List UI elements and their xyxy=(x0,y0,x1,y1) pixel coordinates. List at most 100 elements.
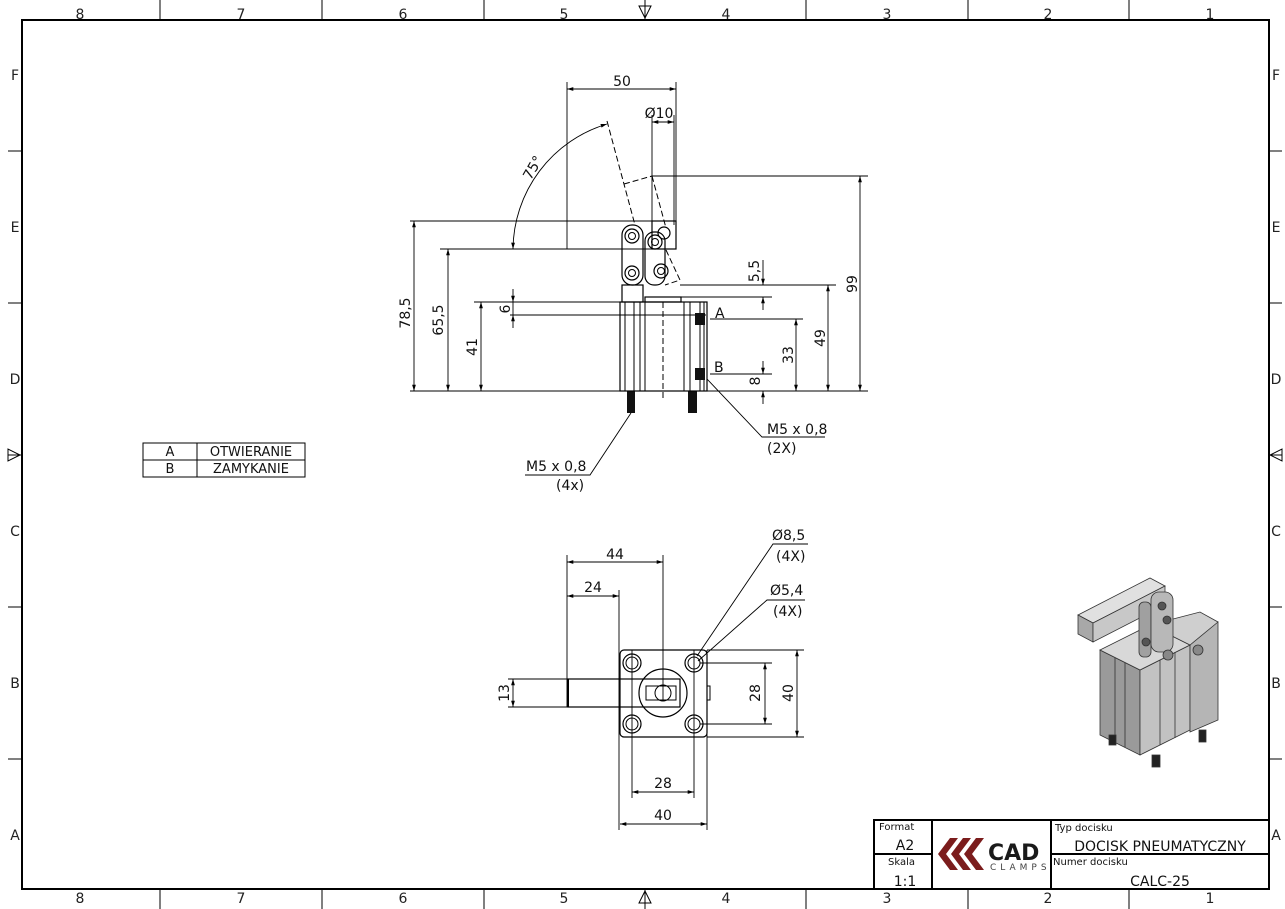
zone-rows-left: F E D C B A xyxy=(10,68,21,844)
mounting-studs xyxy=(627,313,705,413)
callout-counterbore: Ø8,5 (4X) xyxy=(696,528,808,657)
dimension-text: 78,5 xyxy=(398,297,414,328)
port-label-a: A xyxy=(715,306,725,322)
legend-label: OTWIERANIE xyxy=(210,445,292,460)
callout-text: (4x) xyxy=(556,478,584,494)
zone-label: 2 xyxy=(1044,891,1053,907)
zone-label: B xyxy=(10,676,20,692)
dimension-hole-pitch-horizontal: 28 xyxy=(632,776,694,794)
callout-through-hole: Ø5,4 (4X) xyxy=(697,583,805,662)
dimension-text: Ø10 xyxy=(645,106,674,122)
dimension-hole-pitch-vertical: 28 xyxy=(748,663,767,724)
zone-label: 3 xyxy=(883,891,892,907)
zone-label: F xyxy=(11,68,19,84)
dimension-cap-6: 6 xyxy=(498,289,515,328)
dimension-text: 8 xyxy=(748,377,764,386)
callout-text: (2X) xyxy=(767,441,796,457)
zone-label: B xyxy=(1271,676,1281,692)
zone-label: C xyxy=(10,524,20,540)
dimension-text: 99 xyxy=(845,275,861,293)
front-view: A B 50 Ø10 75° 99 xyxy=(398,74,868,494)
scale-label: Skala xyxy=(888,857,915,868)
dimension-text: 40 xyxy=(654,808,672,824)
dimension-height-41: 41 xyxy=(465,302,483,391)
format-label: Format xyxy=(879,822,914,833)
clamp-top-outline xyxy=(567,649,711,738)
zone-label: F xyxy=(1272,68,1280,84)
callout-text: Ø5,4 xyxy=(770,583,803,599)
zone-label: 4 xyxy=(722,891,731,907)
zone-label: A xyxy=(10,828,20,844)
clamp-arm-links xyxy=(606,120,681,286)
dimension-height-65-5: 65,5 xyxy=(431,249,450,391)
scale-value: 1:1 xyxy=(894,874,917,890)
dimension-height-78-5: 78,5 xyxy=(398,221,416,391)
legend-key: A xyxy=(166,445,175,460)
dimension-text: 44 xyxy=(606,547,624,563)
zone-columns-bottom: 8 7 6 5 4 3 2 1 xyxy=(76,891,1215,907)
zone-label: 1 xyxy=(1206,891,1215,907)
callout-text: (4X) xyxy=(773,604,802,620)
dimension-text: 28 xyxy=(748,684,764,702)
zone-label: 2 xyxy=(1044,7,1053,23)
dimension-height-99: 99 xyxy=(845,176,862,391)
legend-label: ZAMYKANIE xyxy=(213,462,289,477)
cad-clamps-logo: CAD CLAMPS xyxy=(938,838,1051,873)
zone-label: 4 xyxy=(722,7,731,23)
type-value: DOCISK PNEUMATYCZNY xyxy=(1074,839,1246,855)
dimension-body-vertical: 40 xyxy=(781,650,799,737)
dimension-text: 49 xyxy=(813,329,829,347)
sheet-border xyxy=(7,0,1283,909)
dimension-text: 24 xyxy=(584,580,602,596)
zone-label: 7 xyxy=(237,7,246,23)
centering-marks xyxy=(7,5,1283,904)
callout-port-thread: M5 x 0,8 (2X) xyxy=(706,378,827,457)
callout-text: M5 x 0,8 xyxy=(767,422,827,438)
dimension-arm-13: 13 xyxy=(497,679,515,707)
dimension-text: 65,5 xyxy=(431,304,447,335)
number-value: CALC-25 xyxy=(1130,874,1190,890)
zone-label: 3 xyxy=(883,7,892,23)
dimension-angle-75: 75° xyxy=(511,123,608,250)
dimension-text: 33 xyxy=(781,346,797,364)
callout-text: M5 x 0,8 xyxy=(526,459,586,475)
dimension-text: 50 xyxy=(613,74,631,90)
dimension-text: 40 xyxy=(781,684,797,702)
logo-text: CAD xyxy=(988,841,1039,866)
dimension-height-49: 49 xyxy=(813,285,830,391)
isometric-clamp-view xyxy=(1077,577,1219,768)
dimension-arm-24: 24 xyxy=(567,580,619,598)
zone-label: 6 xyxy=(399,7,408,23)
dimension-arm-44: 44 xyxy=(567,547,663,564)
zone-label: E xyxy=(11,220,20,236)
dimension-rod-diameter: Ø10 xyxy=(645,106,675,245)
zone-columns-top: 8 7 6 5 4 3 2 1 xyxy=(76,7,1215,23)
dimension-text: 13 xyxy=(497,684,513,702)
port-label-b: B xyxy=(714,360,724,376)
zone-label: C xyxy=(1271,524,1281,540)
type-label: Typ docisku xyxy=(1054,823,1113,834)
logo-subtext: CLAMPS xyxy=(990,863,1051,873)
callout-text: (4X) xyxy=(776,549,805,565)
title-block: Format A2 Skala 1:1 Typ docisku DOCISK P… xyxy=(873,819,1270,890)
clamp-body-outline xyxy=(619,284,708,400)
format-value: A2 xyxy=(896,838,914,854)
zone-label: 6 xyxy=(399,891,408,907)
zone-label: 7 xyxy=(237,891,246,907)
zone-label: A xyxy=(1271,828,1281,844)
zone-label: 5 xyxy=(560,891,569,907)
zone-label: D xyxy=(10,372,21,388)
zone-label: E xyxy=(1272,220,1281,236)
dimension-text: 5,5 xyxy=(747,260,763,282)
dimension-port-33: 33 xyxy=(781,319,798,391)
zone-label: 8 xyxy=(76,7,85,23)
dimension-body-horizontal: 40 xyxy=(620,808,707,826)
zone-label: 8 xyxy=(76,891,85,907)
zone-label: D xyxy=(1271,372,1282,388)
dimension-text: 6 xyxy=(498,304,514,313)
dimension-port-8: 8 xyxy=(748,361,765,404)
zone-rows-right: F E D C B A xyxy=(1271,68,1282,844)
callout-text: Ø8,5 xyxy=(772,528,805,544)
zone-label: 1 xyxy=(1206,7,1215,23)
